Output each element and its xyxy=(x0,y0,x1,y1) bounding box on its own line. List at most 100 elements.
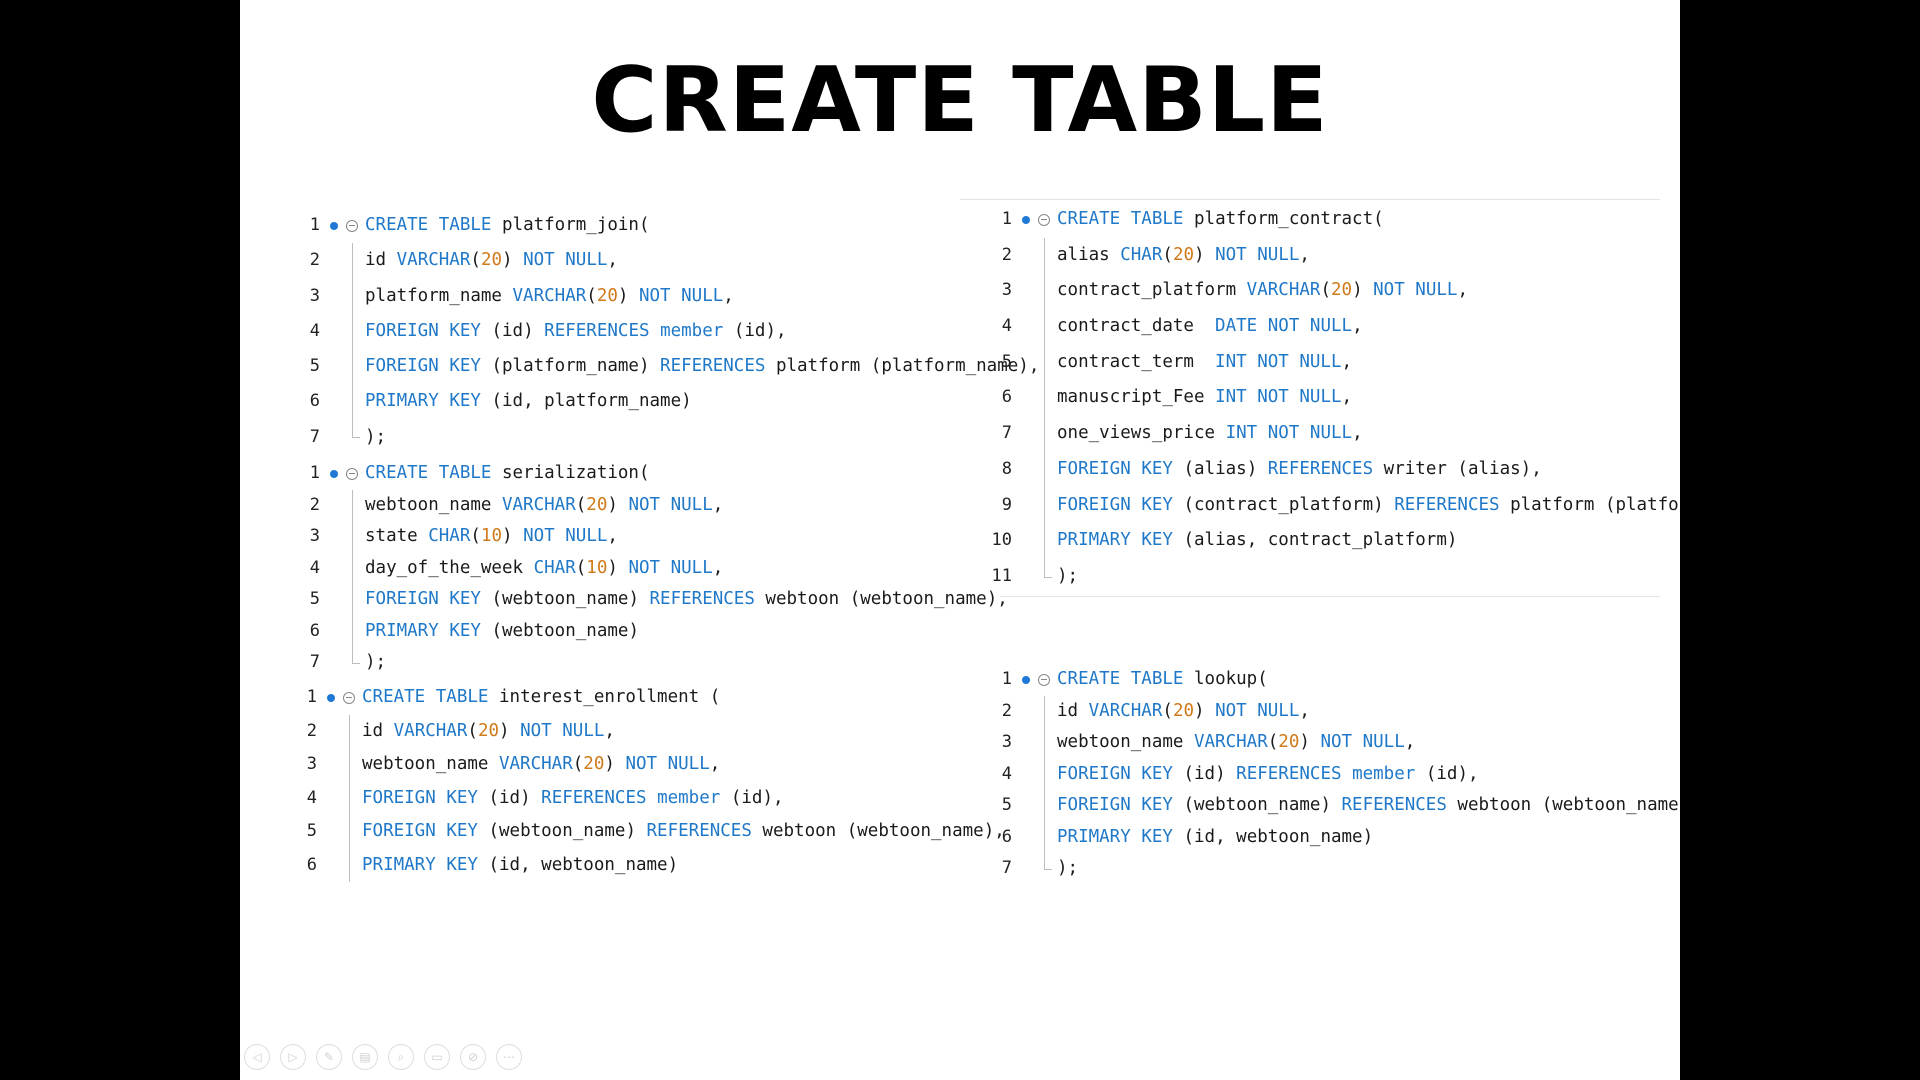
line-number: 1 xyxy=(1001,669,1012,689)
line-number: 7 xyxy=(309,652,320,672)
line-number: 2 xyxy=(1001,700,1012,721)
code-text: CREATE TABLE platform_contract( xyxy=(1057,209,1384,229)
slide: CREATE TABLE 1 CREATE TABLE platform_join… xyxy=(240,0,1680,1080)
next-slide-icon[interactable]: ▷ xyxy=(280,1044,306,1070)
fold-guide xyxy=(349,815,350,849)
line-number: 3 xyxy=(1001,732,1012,752)
screen-icon[interactable]: ▭ xyxy=(424,1044,450,1070)
line-number: 3 xyxy=(309,526,320,546)
fold-toggle-icon[interactable] xyxy=(346,219,358,232)
line-number: 4 xyxy=(1001,763,1012,784)
more-options-icon[interactable]: ⋯ xyxy=(496,1044,522,1070)
fold-toggle-icon[interactable] xyxy=(343,691,355,704)
line-number: 1 xyxy=(309,215,320,235)
line-number: 6 xyxy=(306,854,317,875)
line-number: 3 xyxy=(1001,280,1012,301)
code-text: FOREIGN KEY (webtoon_name) REFERENCES we… xyxy=(362,821,1005,841)
all-slides-icon[interactable]: ▤ xyxy=(352,1044,378,1070)
line-number: 5 xyxy=(309,589,320,609)
fold-guide xyxy=(352,552,353,584)
code-text: PRIMARY KEY (id, platform_name) xyxy=(365,391,692,412)
line-number: 10 xyxy=(991,530,1012,551)
code-text: CREATE TABLE platform_join( xyxy=(365,215,650,235)
code-text: webtoon_name VARCHAR(20) NOT NULL, xyxy=(362,754,721,774)
fold-guide xyxy=(352,278,353,314)
code-text: contract_platform VARCHAR(20) NOT NULL, xyxy=(1057,280,1468,301)
code-text: CREATE TABLE interest_enrollment ( xyxy=(362,687,721,707)
line-number: 4 xyxy=(309,320,320,341)
line-number: 6 xyxy=(309,620,320,641)
line-number: 4 xyxy=(309,557,320,578)
code-text: ); xyxy=(365,426,387,447)
fold-guide xyxy=(1044,451,1045,488)
fold-guide xyxy=(352,349,353,385)
statement-marker-icon xyxy=(1022,675,1030,684)
fold-guide xyxy=(349,848,350,882)
code-text: FOREIGN KEY (webtoon_name) REFERENCES we… xyxy=(1057,795,1680,815)
statement-marker-icon xyxy=(330,469,338,478)
code-text: CREATE TABLE serialization( xyxy=(365,463,650,483)
line-number: 5 xyxy=(1001,795,1012,815)
line-number: 2 xyxy=(309,250,320,271)
code-text: ); xyxy=(1057,565,1079,586)
fold-guide xyxy=(352,489,353,521)
statement-marker-icon xyxy=(327,693,335,702)
code-text: one_views_price INT NOT NULL, xyxy=(1057,423,1363,444)
code-text: ); xyxy=(365,652,387,672)
fold-guide xyxy=(352,384,353,420)
pen-icon[interactable]: ✎ xyxy=(316,1044,342,1070)
line-number: 3 xyxy=(306,754,317,774)
separator-bottom xyxy=(1000,596,1660,597)
fold-guide xyxy=(352,615,353,647)
line-number: 5 xyxy=(1001,351,1012,372)
fold-guide-end xyxy=(1044,853,1052,870)
fold-guide-end xyxy=(1044,558,1052,578)
fold-toggle-icon[interactable] xyxy=(1038,213,1050,226)
code-text: id VARCHAR(20) NOT NULL, xyxy=(362,720,615,741)
line-number: 9 xyxy=(1001,494,1012,515)
fold-guide xyxy=(352,243,353,279)
fold-guide xyxy=(1044,309,1045,345)
code-text: webtoon_name VARCHAR(20) NOT NULL, xyxy=(1057,732,1416,752)
fold-guide xyxy=(1044,821,1045,853)
slide-title: CREATE TABLE xyxy=(591,48,1329,153)
code-text: ); xyxy=(1057,858,1079,878)
code-text: id VARCHAR(20) NOT NULL, xyxy=(365,250,618,271)
code-text: day_of_the_week CHAR(10) NOT NULL, xyxy=(365,557,724,578)
zoom-icon[interactable]: ⌕ xyxy=(388,1044,414,1070)
fold-guide xyxy=(1044,790,1045,822)
code-text: FOREIGN KEY (id) REFERENCES member (id), xyxy=(362,787,784,808)
fold-guide xyxy=(349,781,350,815)
fold-toggle-icon[interactable] xyxy=(1038,673,1050,686)
line-number: 1 xyxy=(1001,209,1012,229)
fold-guide xyxy=(352,584,353,616)
code-text: platform_name VARCHAR(20) NOT NULL, xyxy=(365,285,734,306)
fold-guide xyxy=(1044,523,1045,559)
code-text: CREATE TABLE lookup( xyxy=(1057,669,1268,689)
line-number: 8 xyxy=(1001,458,1012,479)
fold-guide xyxy=(1044,695,1045,727)
fold-guide xyxy=(1044,344,1045,381)
code-text: state CHAR(10) NOT NULL, xyxy=(365,526,618,546)
separator-top xyxy=(960,199,1660,200)
fold-guide xyxy=(349,748,350,782)
line-number: 1 xyxy=(306,687,317,707)
code-text: FOREIGN KEY (platform_name) REFERENCES p… xyxy=(365,356,1040,377)
code-text: manuscript_Fee INT NOT NULL, xyxy=(1057,387,1353,408)
line-number: 4 xyxy=(306,787,317,808)
fold-toggle-icon[interactable] xyxy=(346,467,358,480)
line-number: 7 xyxy=(1001,858,1012,878)
previous-slide-icon[interactable]: ◁ xyxy=(244,1044,270,1070)
line-number: 5 xyxy=(306,821,317,841)
line-number: 6 xyxy=(309,391,320,412)
line-number: 4 xyxy=(1001,316,1012,337)
code-text: contract_term INT NOT NULL, xyxy=(1057,351,1353,372)
camera-off-icon[interactable]: ⊘ xyxy=(460,1044,486,1070)
code-text: PRIMARY KEY (id, webtoon_name) xyxy=(362,854,679,875)
fold-guide xyxy=(1044,273,1045,310)
line-number: 5 xyxy=(309,356,320,377)
slideshow-nav-bar: ◁ ▷ ✎ ▤ ⌕ ▭ ⊘ ⋯ xyxy=(244,1044,522,1070)
line-number: 3 xyxy=(309,285,320,306)
fold-guide xyxy=(1044,758,1045,790)
line-number: 7 xyxy=(309,426,320,447)
